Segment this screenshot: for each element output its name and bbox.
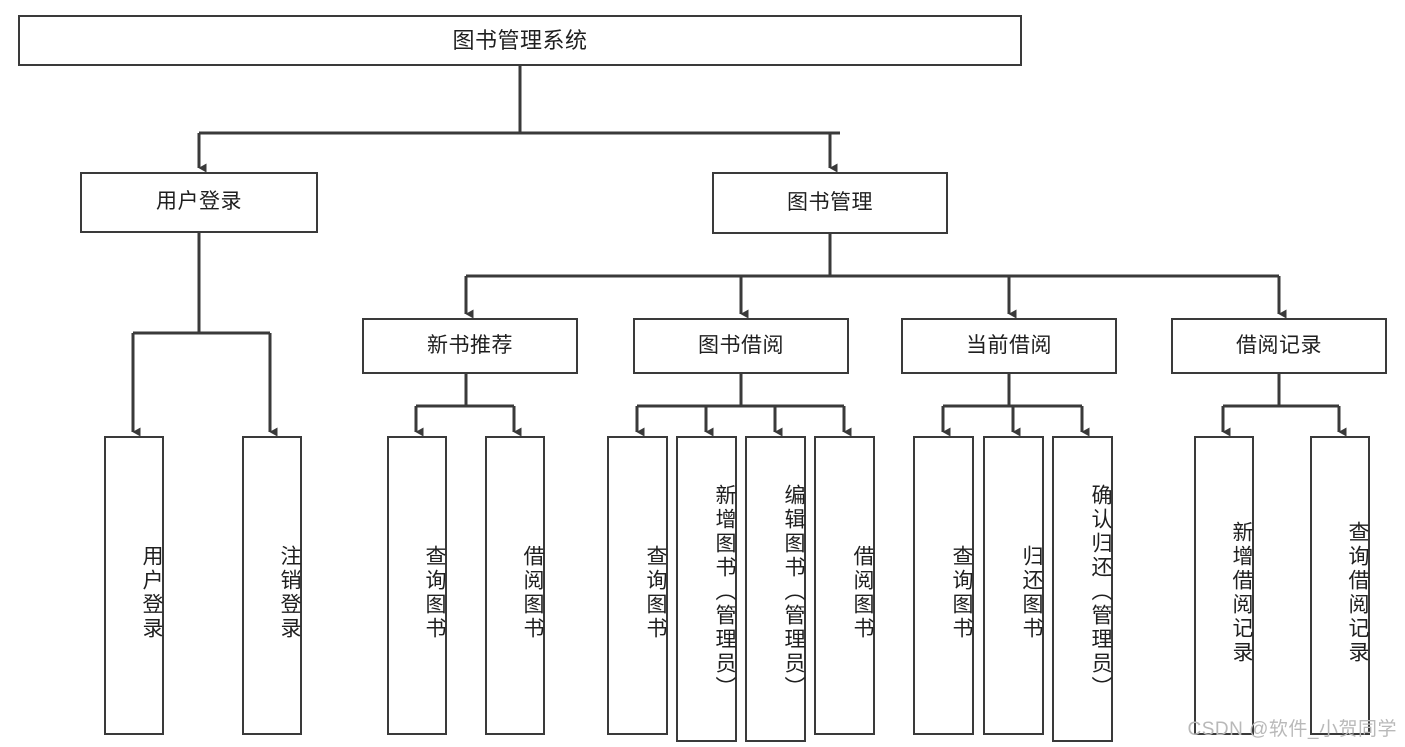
node-root-book-management-system[interactable]: 图书管理系统 [18,15,1022,66]
leaf-return-books[interactable]: 归还图书 [983,436,1044,735]
leaf-query-borrow-record[interactable]: 查询借阅记录 [1310,436,1370,735]
node-user-login[interactable]: 用户登录 [80,172,318,233]
leaf-borrow-books-borrow[interactable]: 借阅图书 [814,436,875,735]
leaf-borrow-books-recommend[interactable]: 借阅图书 [485,436,545,735]
node-current-borrowing[interactable]: 当前借阅 [901,318,1117,374]
leaf-add-book-admin[interactable]: 新增图书（管理员） [676,436,737,742]
leaf-query-books-borrow[interactable]: 查询图书 [607,436,668,735]
leaf-query-books-recommend[interactable]: 查询图书 [387,436,447,735]
node-new-book-recommendation[interactable]: 新书推荐 [362,318,578,374]
leaf-edit-book-admin[interactable]: 编辑图书（管理员） [745,436,806,742]
node-book-borrowing[interactable]: 图书借阅 [633,318,849,374]
leaf-logout[interactable]: 注销登录 [242,436,302,735]
csdn-watermark: CSDN @软件_小贺同学 [1187,719,1397,740]
leaf-confirm-return-admin[interactable]: 确认归还（管理员） [1052,436,1113,742]
node-book-management[interactable]: 图书管理 [712,172,948,234]
leaf-add-borrow-record[interactable]: 新增借阅记录 [1194,436,1254,735]
node-borrowing-record[interactable]: 借阅记录 [1171,318,1387,374]
leaf-query-books-current[interactable]: 查询图书 [913,436,974,735]
leaf-user-login[interactable]: 用户登录 [104,436,164,735]
